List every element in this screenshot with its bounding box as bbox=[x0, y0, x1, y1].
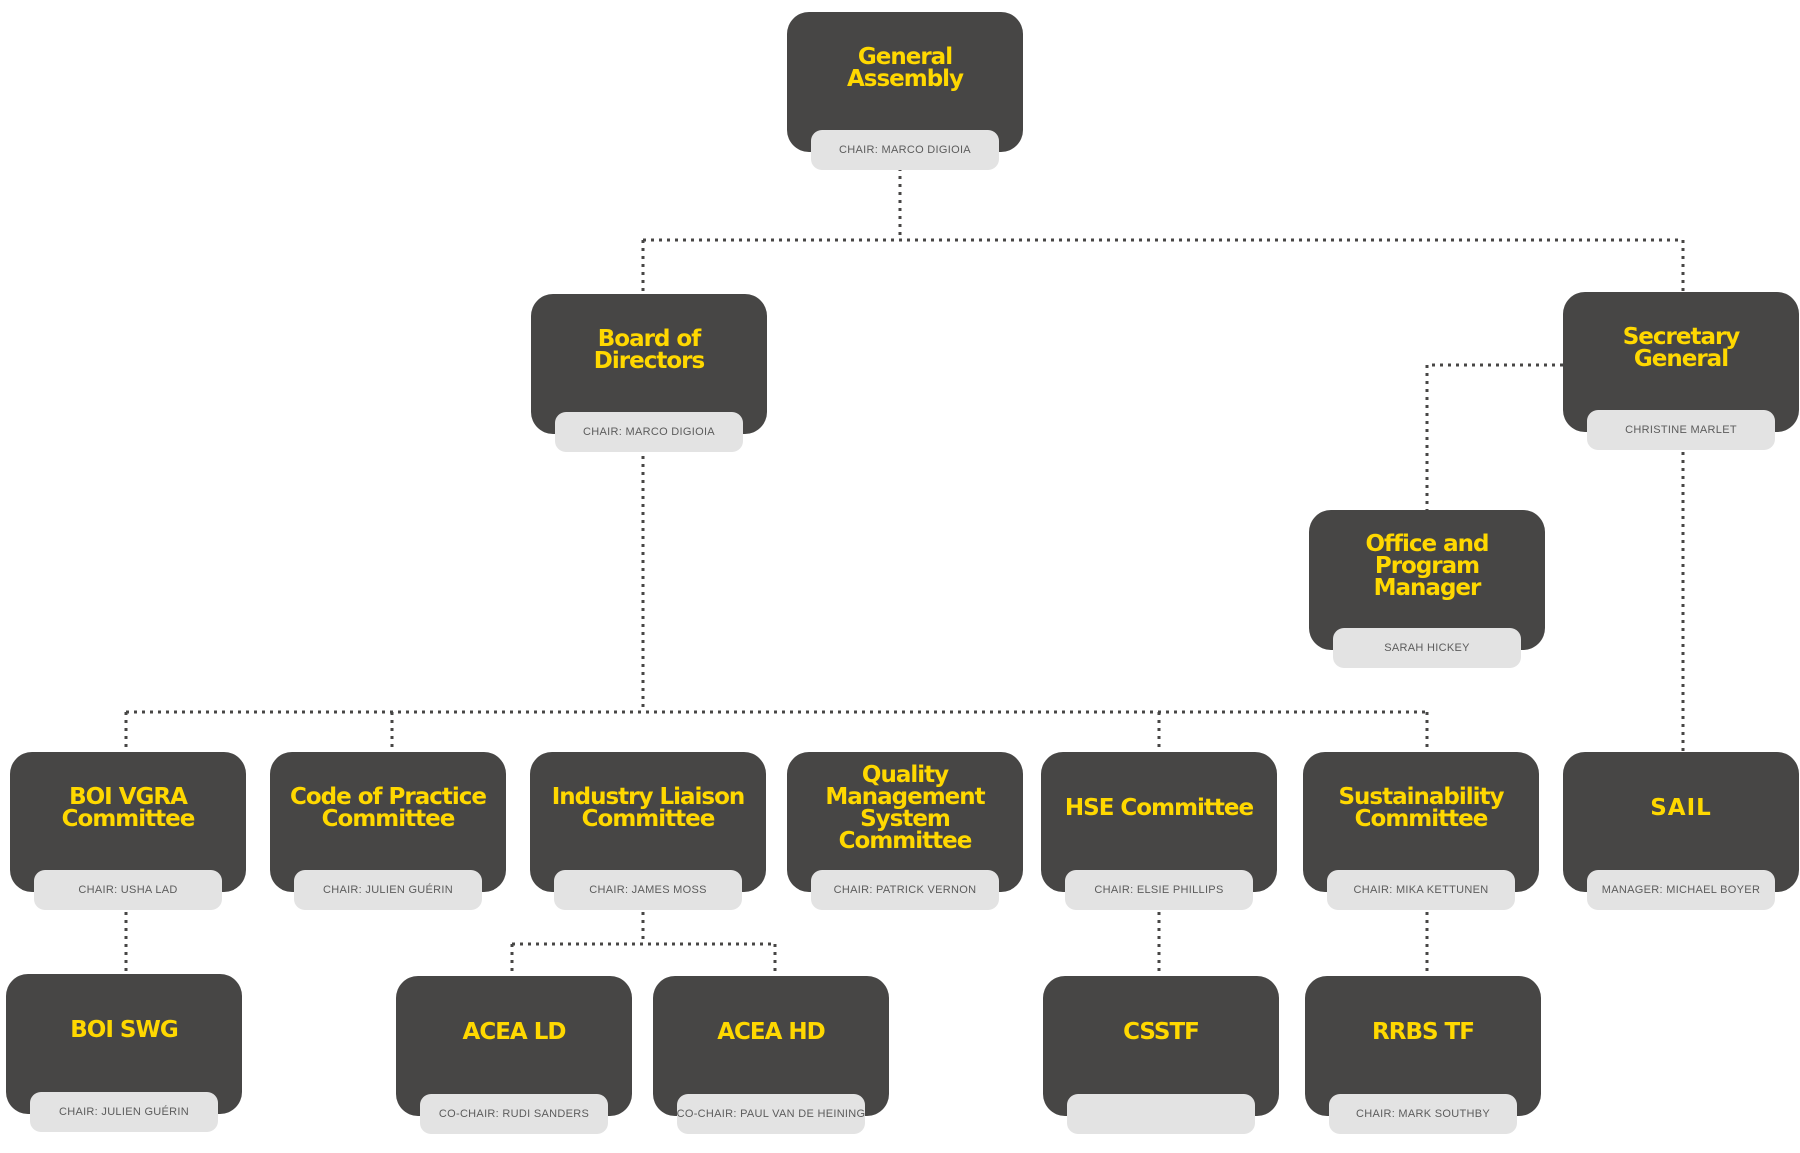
node-title: HSE Committee bbox=[1064, 795, 1254, 821]
node-code-of-practice-committee: Code of Practice Committee CHAIR: JULIEN… bbox=[270, 752, 506, 910]
node-title: Code of Practice Committee bbox=[289, 784, 487, 832]
node-industry-liaison-committee: Industry Liaison Committee CHAIR: JAMES … bbox=[530, 752, 766, 910]
node-boi-vgra-committee: BOI VGRA Committee CHAIR: USHA LAD bbox=[10, 752, 246, 910]
node-acea-ld: ACEA LD CO-CHAIR: RUDI SANDERS bbox=[396, 976, 632, 1134]
node-chair-label: CHAIR: USHA LAD bbox=[34, 870, 222, 910]
node-title: BOI VGRA Committee bbox=[61, 784, 196, 832]
node-sail: SAIL MANAGER: MICHAEL BOYER bbox=[1563, 752, 1799, 910]
node-chair-label: CO-CHAIR: PAUL VAN DE HEINING bbox=[677, 1094, 865, 1134]
node-chair-label: CHAIR: JULIEN GUÉRIN bbox=[30, 1092, 218, 1132]
node-acea-hd: ACEA HD CO-CHAIR: PAUL VAN DE HEINING bbox=[653, 976, 889, 1134]
node-csstf: CSSTF bbox=[1043, 976, 1279, 1134]
node-title: Industry Liaison Committee bbox=[551, 784, 746, 832]
node-title: Sustainability Committee bbox=[1338, 784, 1504, 832]
node-title: ACEA LD bbox=[462, 1019, 567, 1045]
node-secretary-general: Secretary General CHRISTINE MARLET bbox=[1563, 292, 1799, 450]
node-holder-label: SARAH HICKEY bbox=[1333, 628, 1521, 668]
connector-ilc-to-acea bbox=[510, 912, 777, 976]
node-chair-label bbox=[1067, 1094, 1255, 1134]
node-chair-label: CHAIR: MIKA KETTUNEN bbox=[1327, 870, 1515, 910]
node-chair-label: CO-CHAIR: RUDI SANDERS bbox=[420, 1094, 608, 1134]
connector-sg-to-office bbox=[1425, 363, 1563, 510]
connector-bod-to-committees bbox=[124, 440, 1429, 752]
node-board-of-directors: Board of Directors CHAIR: MARCO DIGIOIA bbox=[531, 294, 767, 452]
node-chair-label: CHAIR: ELSIE PHILLIPS bbox=[1065, 870, 1253, 910]
node-chair-label: CHAIR: PATRICK VERNON bbox=[811, 870, 999, 910]
node-title: BOI SWG bbox=[70, 1017, 178, 1043]
node-boi-swg: BOI SWG CHAIR: JULIEN GUÉRIN bbox=[6, 974, 242, 1132]
node-title: ACEA HD bbox=[717, 1019, 826, 1045]
node-title: SAIL bbox=[1650, 795, 1712, 821]
node-manager-label: MANAGER: MICHAEL BOYER bbox=[1587, 870, 1775, 910]
node-title: General Assembly bbox=[846, 44, 964, 92]
node-hse-committee: HSE Committee CHAIR: ELSIE PHILLIPS bbox=[1041, 752, 1277, 910]
node-title: RRBS TF bbox=[1372, 1019, 1475, 1045]
node-chair-label: CHAIR: MARCO DIGIOIA bbox=[555, 412, 743, 452]
node-chair-label: CHAIR: MARK SOUTHBY bbox=[1329, 1094, 1517, 1134]
connector-group bbox=[124, 160, 1685, 976]
node-holder-label: CHRISTINE MARLET bbox=[1587, 410, 1775, 450]
node-chair-label: CHAIR: JULIEN GUÉRIN bbox=[294, 870, 482, 910]
node-title: Quality Management System Committee bbox=[825, 762, 985, 854]
node-general-assembly: General Assembly CHAIR: MARCO DIGIOIA bbox=[787, 12, 1023, 170]
node-title: Secretary General bbox=[1622, 324, 1741, 372]
node-quality-management-committee: Quality Management System Committee CHAI… bbox=[787, 752, 1023, 910]
node-title: CSSTF bbox=[1123, 1019, 1200, 1045]
node-rrbs-tf: RRBS TF CHAIR: MARK SOUTHBY bbox=[1305, 976, 1541, 1134]
node-title: Board of Directors bbox=[593, 326, 705, 374]
node-office-program-manager: Office and Program Manager SARAH HICKEY bbox=[1309, 510, 1545, 668]
node-sustainability-committee: Sustainability Committee CHAIR: MIKA KET… bbox=[1303, 752, 1539, 910]
node-title: Office and Program Manager bbox=[1365, 531, 1489, 601]
node-chair-label: CHAIR: MARCO DIGIOIA bbox=[811, 130, 999, 170]
node-chair-label: CHAIR: JAMES MOSS bbox=[554, 870, 742, 910]
connector-ga-to-branches bbox=[641, 160, 1685, 294]
